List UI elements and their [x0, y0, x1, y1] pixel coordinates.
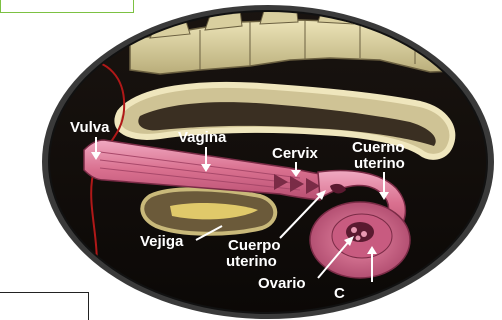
label-cuerpo-line2: uterino	[226, 253, 277, 270]
label-ovario: Ovario	[258, 275, 306, 292]
label-vejiga: Vejiga	[140, 233, 184, 250]
label-partial: C	[334, 285, 345, 302]
bladder	[142, 189, 275, 234]
label-cuerno-line1: Cuerno	[352, 139, 405, 156]
label-cuerno-line2: uterino	[354, 155, 405, 172]
label-cuerpo-line1: Cuerpo	[228, 237, 281, 254]
label-vulva: Vulva	[70, 119, 110, 136]
bottom-left-frame	[0, 292, 89, 320]
label-cervix: Cervix	[272, 145, 319, 162]
label-vagina: Vagina	[178, 129, 227, 146]
